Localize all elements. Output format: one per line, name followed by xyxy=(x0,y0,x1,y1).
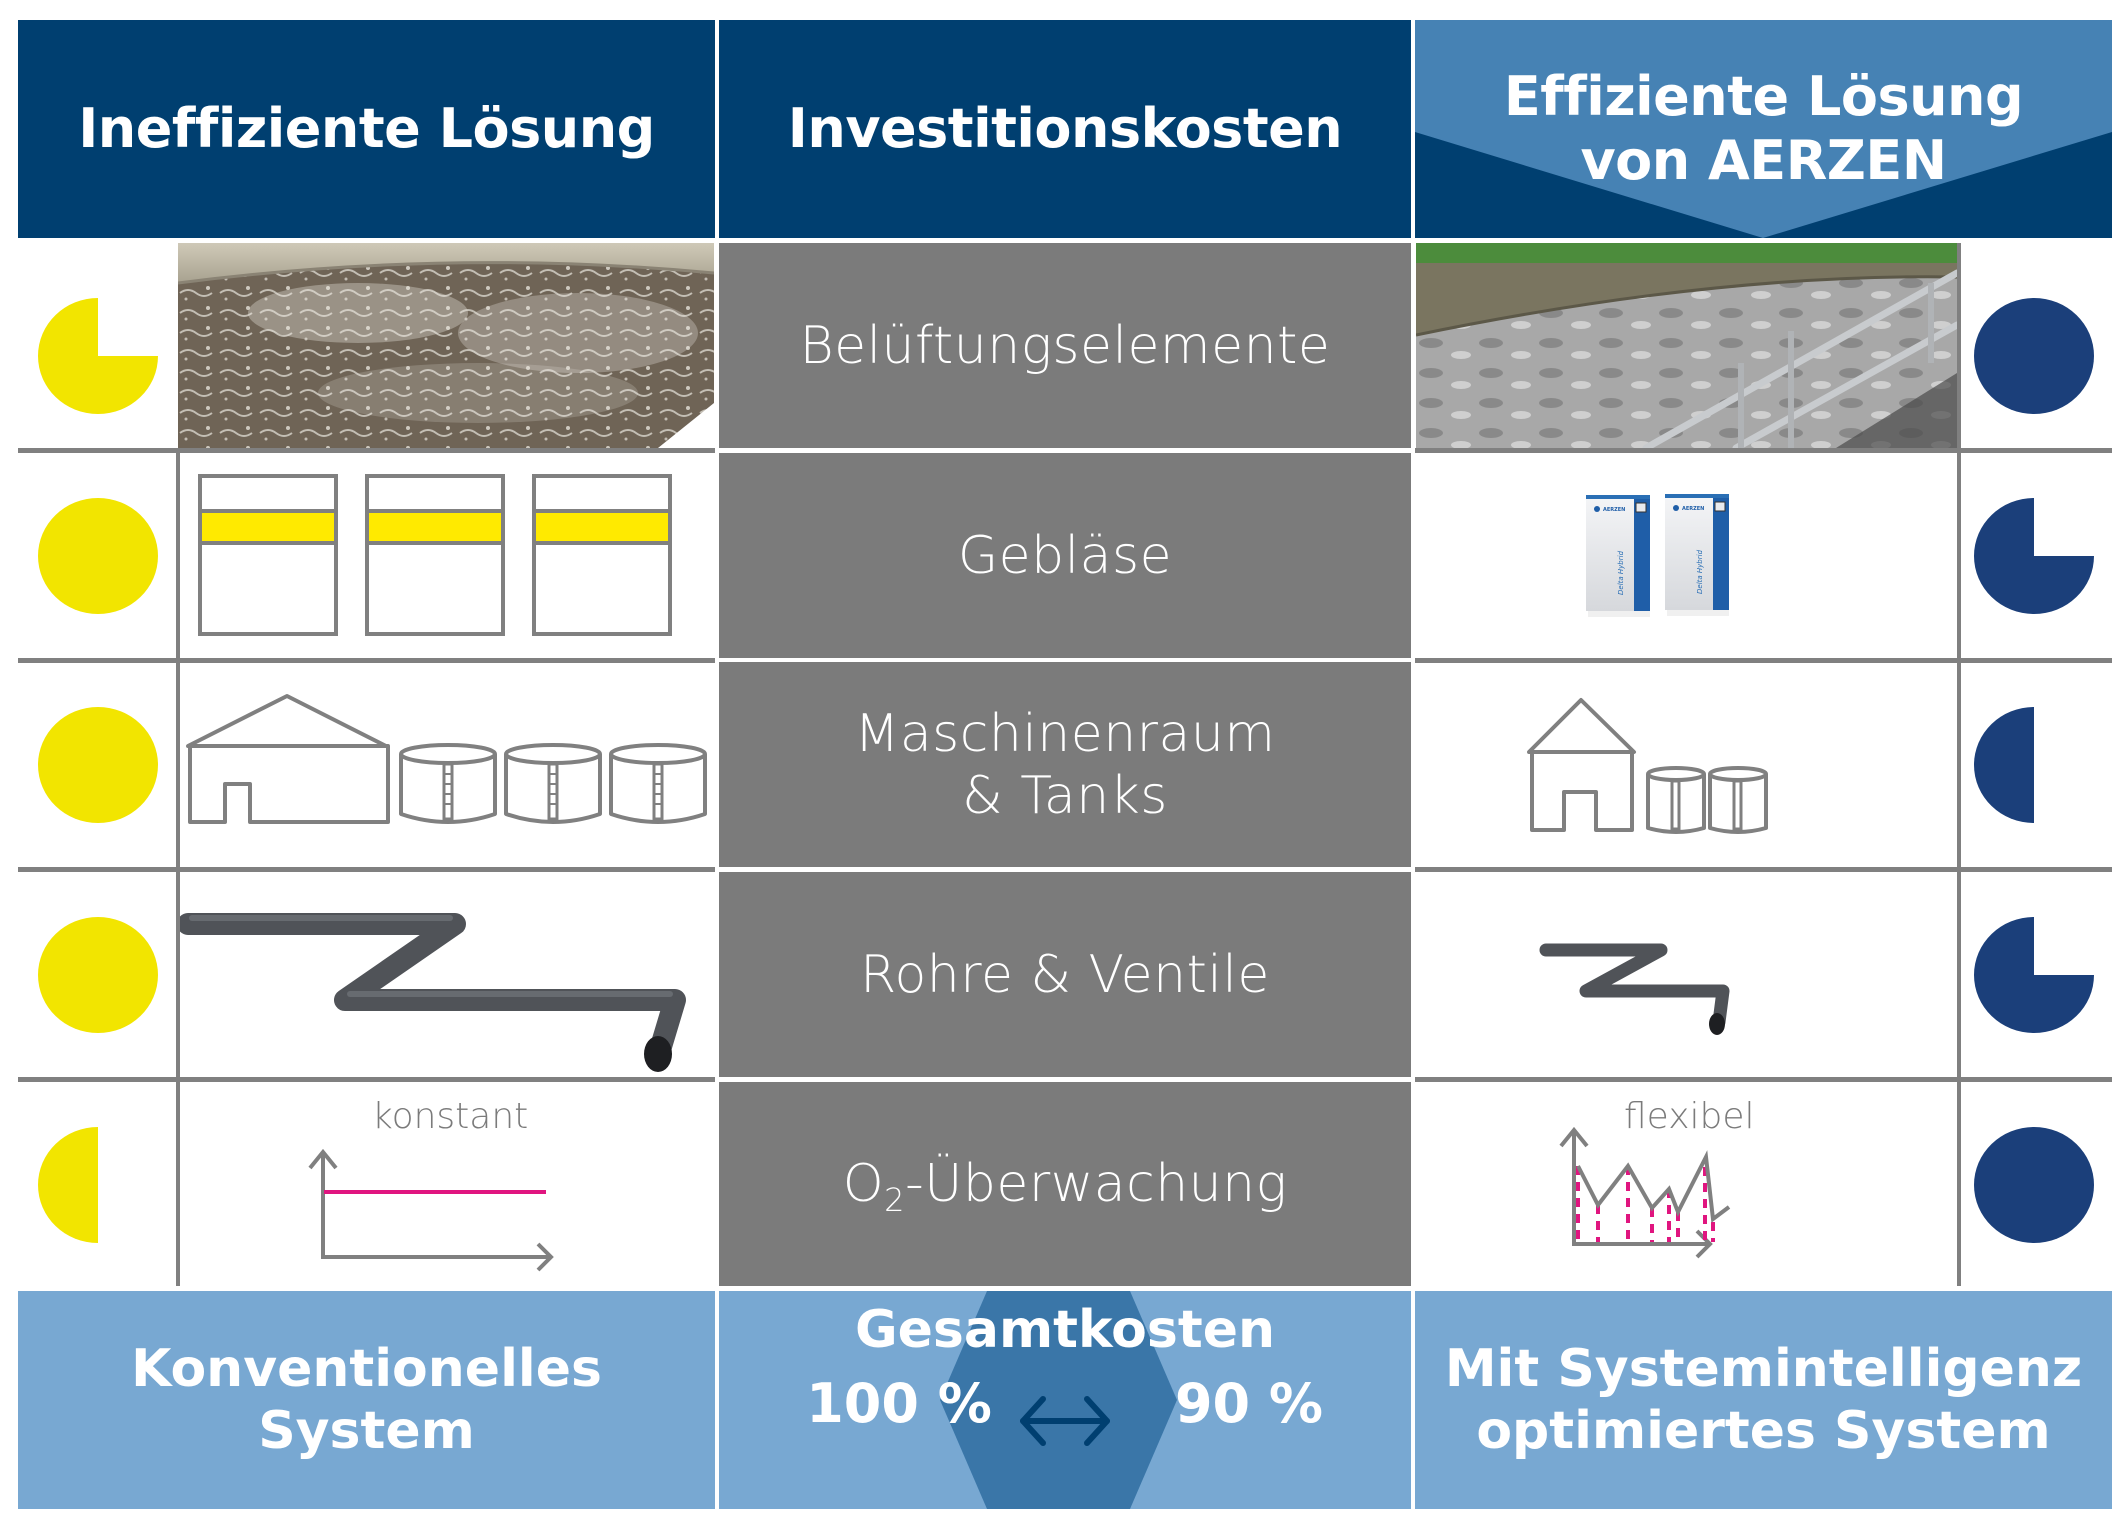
category-label: O2-Überwachung xyxy=(842,1153,1288,1216)
house-tanks-drawing xyxy=(1527,698,1768,834)
header-chevron-background xyxy=(1415,20,2112,238)
rating-ball-left xyxy=(38,297,158,414)
header-right-title: Effiziente Lösung von AERZEN xyxy=(1503,65,2024,193)
footer-left-line1: Konventionelles xyxy=(131,1339,602,1399)
svg-text:AERZEN: AERZEN xyxy=(1603,507,1625,513)
grid-line xyxy=(18,448,715,453)
category-label-suffix: -Überwachung xyxy=(905,1154,1288,1214)
blower-units-illustration: AERZEN Delta Hybrid AERZEN Delta Hybrid xyxy=(1586,494,1729,617)
category-o2-monitoring: O2-Überwachung xyxy=(719,1082,1411,1286)
house-tanks-drawing xyxy=(186,694,707,824)
grid-line xyxy=(1415,448,2112,453)
grid-line xyxy=(1415,658,2112,663)
total-costs-optimized-value: 90 % xyxy=(1174,1372,1324,1435)
category-label-line2: & Tanks xyxy=(962,765,1168,826)
rating-ball-right-shape xyxy=(1974,916,2094,1033)
pipe-drawing xyxy=(180,913,686,1072)
svg-text:Delta Hybrid: Delta Hybrid xyxy=(1617,550,1625,595)
pipe-drawing xyxy=(1539,943,1730,1035)
footer-right-line2: optimiertes System xyxy=(1476,1401,2051,1461)
constant-line-chart-icon: konstant xyxy=(180,1082,715,1286)
rating-ball-left-shape xyxy=(38,706,158,823)
category-machine-room-tanks: Maschinenraum & Tanks xyxy=(719,662,1411,867)
grid-line xyxy=(1415,867,2112,872)
rating-ball-right-shape xyxy=(1974,706,2034,823)
grid-line xyxy=(18,658,715,663)
category-label: Rohre & Ventile xyxy=(860,944,1270,1005)
house-and-two-tanks-icon xyxy=(1416,662,1957,867)
aeration-photo-illustration xyxy=(1416,243,1957,448)
footer-optimized-system: Mit Systemintelligenz optimiertes System xyxy=(1415,1291,2112,1509)
category-label-line1: Maschinenraum xyxy=(854,703,1276,764)
category-blowers: Gebläse xyxy=(719,453,1411,658)
rating-ball-right xyxy=(1974,497,2094,614)
footer-left-label: Konventionelles System xyxy=(131,1338,602,1462)
header-right-title-line1: Effiziente Lösung xyxy=(1503,65,2024,128)
house-and-three-tanks-icon xyxy=(180,662,715,867)
aeration-tank-photo-fine-bubble xyxy=(1416,243,1957,448)
category-label: Gebläse xyxy=(957,525,1173,586)
grid-line xyxy=(18,867,715,872)
blower-boxes-drawing xyxy=(198,474,672,636)
rating-ball-right-shape xyxy=(1974,297,2094,414)
aeration-tank-photo-turbulent xyxy=(178,243,714,448)
chevron-shape xyxy=(1415,20,2112,238)
category-label-subscript: 2 xyxy=(884,1181,906,1219)
large-pipe-icon xyxy=(180,872,715,1077)
small-pipe-icon xyxy=(1416,872,1957,1077)
blower-unit: AERZEN Delta Hybrid xyxy=(1586,495,1650,617)
rating-ball-left-shape xyxy=(38,916,158,1033)
footer-total-costs: Gesamtkosten 100 % 90 % xyxy=(719,1291,1411,1509)
footer-right-label: Mit Systemintelligenz optimiertes System xyxy=(1445,1338,2082,1462)
hexagon-background xyxy=(940,1291,1177,1509)
grid-line xyxy=(1415,1077,2112,1082)
footer-conventional-system: Konventionelles System xyxy=(18,1291,715,1509)
chart-label-flexible: flexibel xyxy=(1624,1096,1755,1137)
three-blower-boxes-icon xyxy=(180,453,715,658)
two-delta-hybrid-blowers-photo: AERZEN Delta Hybrid AERZEN Delta Hybrid xyxy=(1416,453,1957,658)
rating-ball-right-shape xyxy=(1974,497,2094,614)
double-arrow-icon xyxy=(1020,1396,1110,1446)
rating-ball-right xyxy=(1974,297,2094,414)
rating-ball-right-shape xyxy=(1974,1126,2094,1243)
category-label-prefix: O xyxy=(842,1154,885,1214)
header-left-title: Ineffiziente Lösung xyxy=(78,97,655,160)
rating-ball-right xyxy=(1974,706,2034,823)
grid-line xyxy=(1957,243,1961,1286)
header-right-title-line2: von AERZEN xyxy=(1580,129,1947,192)
flexible-line xyxy=(1576,1150,1731,1223)
rating-ball-left-shape xyxy=(38,497,158,614)
rating-ball-left-shape xyxy=(38,297,158,414)
total-costs-title: Gesamtkosten xyxy=(854,1300,1276,1360)
flexible-zigzag-chart-icon: flexibel xyxy=(1416,1082,1957,1286)
header-center-title: Investitionskosten xyxy=(787,97,1343,160)
rating-ball-left xyxy=(38,497,158,614)
dashed-markers xyxy=(1576,1166,1715,1242)
chart-label-constant: konstant xyxy=(372,1096,529,1137)
header-investment-costs: Investitionskosten xyxy=(719,20,1411,238)
flexible-chart-drawing xyxy=(1559,1126,1731,1259)
rating-ball-right xyxy=(1974,916,2094,1033)
header-inefficient-solution: Ineffiziente Lösung xyxy=(18,20,715,238)
grid-line xyxy=(18,1077,715,1082)
category-label: Maschinenraum & Tanks xyxy=(854,703,1275,827)
footer-right-line1: Mit Systemintelligenz xyxy=(1444,1339,2083,1399)
total-costs-conventional-value: 100 % xyxy=(806,1372,992,1435)
footer-left-line2: System xyxy=(258,1401,475,1461)
category-aeration-elements: Belüftungselemente xyxy=(719,243,1411,448)
svg-text:Delta Hybrid: Delta Hybrid xyxy=(1696,549,1704,594)
rating-ball-left xyxy=(38,916,158,1033)
category-label: Belüftungselemente xyxy=(799,315,1331,376)
grid-line xyxy=(176,448,180,1286)
rating-ball-left xyxy=(38,1126,98,1243)
header-efficient-solution: Effiziente Lösung von AERZEN xyxy=(1415,20,2112,238)
rating-ball-left-shape xyxy=(38,1126,98,1243)
aeration-photo-illustration xyxy=(178,243,714,448)
blower-unit: AERZEN Delta Hybrid xyxy=(1665,494,1729,616)
rating-ball-right xyxy=(1974,1126,2094,1243)
category-pipes-valves: Rohre & Ventile xyxy=(719,872,1411,1077)
rating-ball-left xyxy=(38,706,158,823)
constant-chart-drawing xyxy=(308,1148,554,1272)
svg-text:AERZEN: AERZEN xyxy=(1682,506,1704,512)
